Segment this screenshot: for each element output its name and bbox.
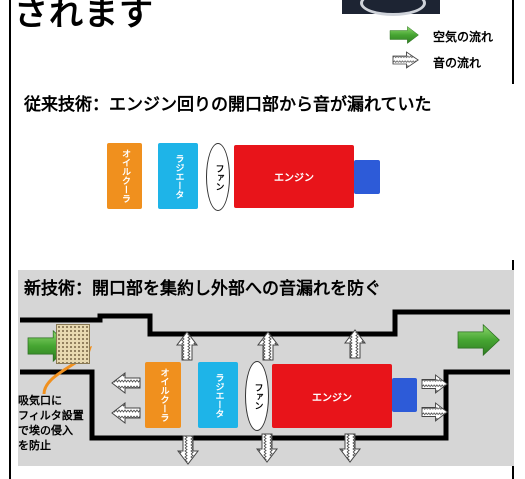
note-line: フィルタ設置 [18,409,84,422]
photo-fragment [342,0,440,16]
panel1-title: 従来技術：エンジン回りの開口部から音が漏れていた [24,95,432,115]
panel2-oil-cooler: オイルクーラ [145,362,181,428]
top-cut-text: されます [14,0,154,34]
note-line: を防止 [18,439,51,452]
note-line: 吸気口に [18,394,62,407]
panel1-radiator: ラジエータ [158,143,198,209]
left-frame-line [9,0,11,479]
panel2-title: 新技術：開口部を集約し外部への音漏れを防ぐ [24,279,381,299]
panel2-radiator: ラジエータ [198,362,238,428]
legend-airflow-label: 空気の流れ [433,30,494,44]
panel-new: 新技術：開口部を集約し外部への音漏れを防ぐ [18,270,514,466]
intake-filter-note: 吸気口に フィルタ設置 で埃の侵入 を防止 [18,393,84,453]
panel1-engine-block [354,160,380,194]
panel2-engine-block [392,378,417,412]
note-line: で埃の侵入 [18,424,73,437]
panel1-oil-cooler: オイルクーラ [107,143,142,209]
legend-sound-icon [392,51,419,69]
panel2-engine: エンジン [272,364,392,428]
panel1-engine: エンジン [234,145,354,208]
legend-sound-label: 音の流れ [433,56,482,70]
panel1-fan: ファン [206,143,230,211]
legend-airflow-icon [389,26,419,44]
panel2-fan: ファン [245,361,269,431]
intake-filter [56,324,90,364]
